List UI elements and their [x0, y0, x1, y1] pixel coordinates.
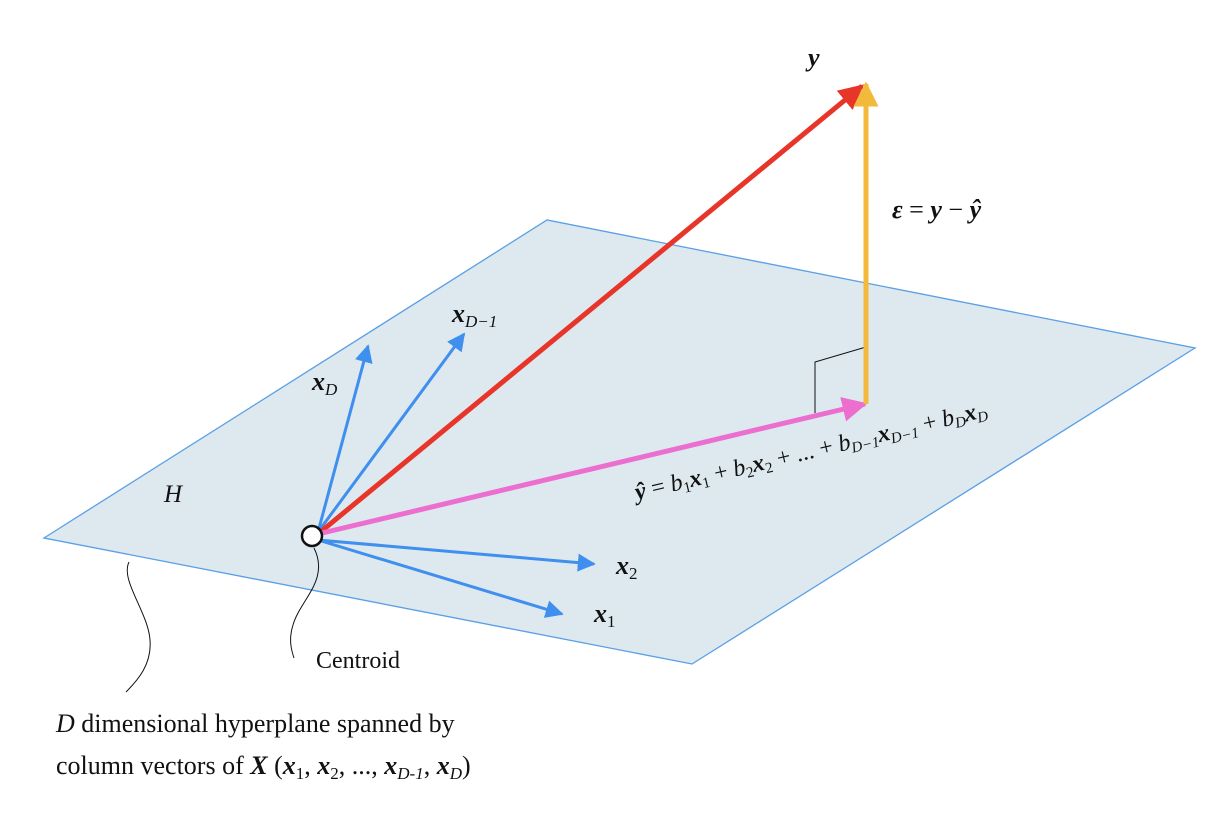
caption-line-2: column vectors of X (x1, x2, ..., xD-1, … [56, 751, 471, 783]
hyperplane [42, 219, 1197, 665]
vector-y-arrow [316, 84, 864, 536]
centroid-point [300, 524, 324, 548]
vector-yhat-arrow [317, 397, 868, 537]
label-residual: ε = y − ŷ [892, 195, 982, 224]
vector-xDm1-arrow [316, 332, 466, 533]
centroid-leader-line [290, 547, 320, 659]
label-H: H [163, 481, 184, 508]
label-y: y [805, 43, 820, 72]
vector-x2-arrow [317, 538, 596, 572]
caption-line-1: D dimensional hyperplane spanned by [55, 709, 455, 738]
label-xD: xD [311, 367, 338, 399]
label-centroid: Centroid [316, 648, 400, 674]
hyperplane-leader-line [125, 561, 151, 693]
label-x2: x2 [615, 551, 638, 583]
vector-xD-arrow [316, 344, 373, 533]
vector-x1-arrow [317, 538, 564, 618]
label-x1: x1 [593, 599, 616, 631]
label-xDm1: xD−1 [451, 299, 497, 331]
right-angle-marker [814, 346, 867, 413]
